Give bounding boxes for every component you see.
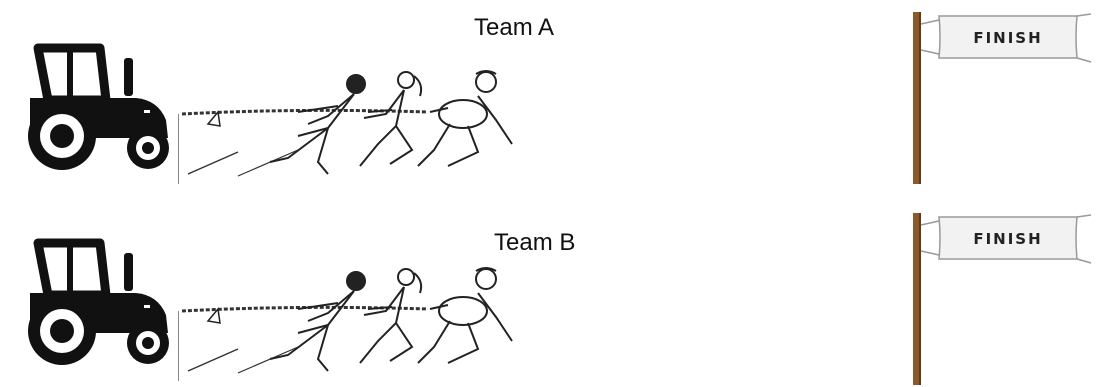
tractor-icon: [8, 235, 178, 365]
tug-of-war-figures: [178, 66, 528, 184]
team-a-row: Team A: [0, 0, 1110, 185]
team-label: Team B: [494, 229, 575, 257]
team-b-row: Team B: [0, 185, 1110, 370]
finish-sign-text: FINISH: [973, 230, 1042, 248]
team-label: Team A: [474, 14, 554, 42]
tractor-icon: [8, 40, 178, 170]
finish-banner-icon: FINISH: [905, 6, 1095, 186]
finish-sign-text: FINISH: [973, 29, 1042, 47]
finish-banner-icon: FINISH: [905, 207, 1095, 387]
tug-of-war-figures: [178, 263, 528, 381]
